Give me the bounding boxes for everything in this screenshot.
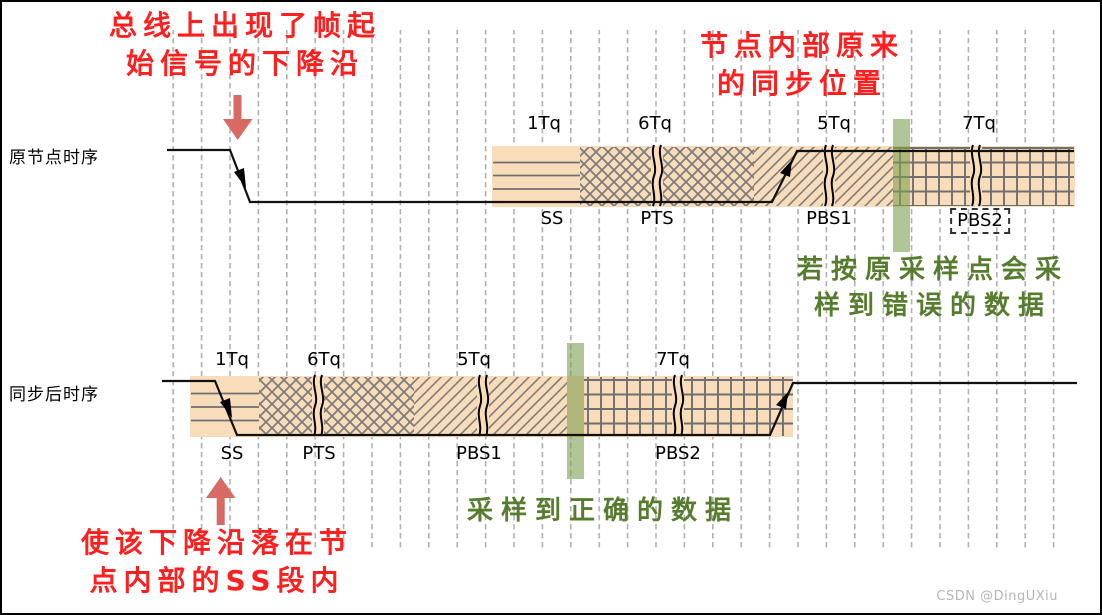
csdn-watermark: CSDN @DingUXiu: [936, 589, 1058, 604]
annotation-falling-edge-in-ss: 使该下降沿落在节 点内部的SS段内: [81, 524, 353, 600]
top-diagram-label: 原节点时序: [9, 148, 99, 168]
annotation-original-sync-position: 节点内部原来 的同步位置: [700, 27, 904, 103]
top-seg-label-pts: PTS: [640, 208, 674, 229]
grid-dashed-lines: [166, 30, 1066, 548]
top-falling-edge-arrowhead: [234, 168, 246, 188]
top-break-pts: [651, 144, 664, 207]
annotation-line: 采样到正确的数据: [466, 496, 740, 526]
top-pts-crosshatch: [580, 147, 754, 206]
annotation-bus-falling-edge: 总线上出现了帧起 始信号的下降沿: [109, 7, 381, 83]
top-ss-hlines: [493, 161, 580, 190]
annotation-line: 若按原采样点会采: [796, 255, 1070, 285]
top-tq-label-pts: 6Tq: [638, 113, 672, 134]
top-tq-label-pbs2: 7Tq: [962, 113, 996, 134]
annotation-line: 始信号的下降沿: [125, 47, 365, 80]
top-seg-label-pbs2-dashed-box: PBS2: [950, 208, 1010, 234]
top-timing-band: [492, 144, 1075, 207]
bottom-falling-edge-arrowhead: [220, 398, 232, 418]
top-break-pbs2: [970, 144, 983, 207]
top-rising-edge-arrowhead: [780, 160, 792, 177]
top-signal-line: [167, 148, 1074, 204]
bottom-tq-label-pbs1: 5Tq: [457, 349, 491, 370]
annotation-correct-sample: 采样到正确的数据: [467, 493, 739, 529]
bottom-seg-label-pbs1: PBS1: [456, 443, 502, 464]
bottom-pts-crosshatch: [259, 377, 414, 436]
top-tq-label-ss: 1Tq: [527, 113, 561, 134]
bottom-tq-label-pbs2: 7Tq: [656, 349, 690, 370]
top-break-pbs1: [823, 144, 836, 207]
bottom-rising-edge-arrowhead: [776, 392, 788, 409]
bottom-tq-label-ss: 1Tq: [215, 349, 249, 370]
top-seg-label-pbs2: PBS2: [957, 210, 1003, 231]
bottom-diagram-label: 同步后时序: [9, 385, 99, 405]
top-tq-label-pbs1: 5Tq: [817, 113, 851, 134]
bottom-pbs1-hatch: [414, 377, 567, 436]
top-sample-point-bar: [893, 119, 910, 252]
bottom-seg-label-pbs2: PBS2: [655, 443, 701, 464]
top-seg-label-pbs1: PBS1: [806, 208, 852, 229]
annotation-line: 节点内部原来: [699, 29, 905, 62]
bottom-break-pts: [312, 374, 325, 437]
annotation-line: 总线上出现了帧起: [108, 9, 382, 42]
bottom-break-pbs1: [477, 374, 490, 437]
bottom-break-pbs2: [672, 374, 685, 437]
annotation-line: 使该下降沿落在节: [80, 526, 354, 559]
bottom-timing-band: [190, 374, 793, 437]
top-pbs2-grid: [893, 147, 1074, 206]
bottom-tq-label-pts: 6Tq: [307, 349, 341, 370]
annotation-wrong-sample: 若按原采样点会采 样到错误的数据: [797, 252, 1069, 324]
red-down-arrow-icon: [223, 95, 253, 140]
annotation-line: 点内部的SS段内: [89, 564, 345, 597]
top-seg-label-ss: SS: [540, 208, 564, 229]
bottom-signal-line: [162, 379, 1077, 437]
red-up-arrow-icon: [206, 477, 236, 525]
bottom-pbs2-grid: [584, 377, 793, 436]
annotation-line: 的同步位置: [716, 67, 888, 100]
bottom-seg-label-ss: SS: [220, 443, 244, 464]
annotation-line: 样到错误的数据: [813, 291, 1053, 321]
bottom-sample-point-bar: [567, 343, 584, 479]
bottom-seg-label-pts: PTS: [302, 443, 336, 464]
